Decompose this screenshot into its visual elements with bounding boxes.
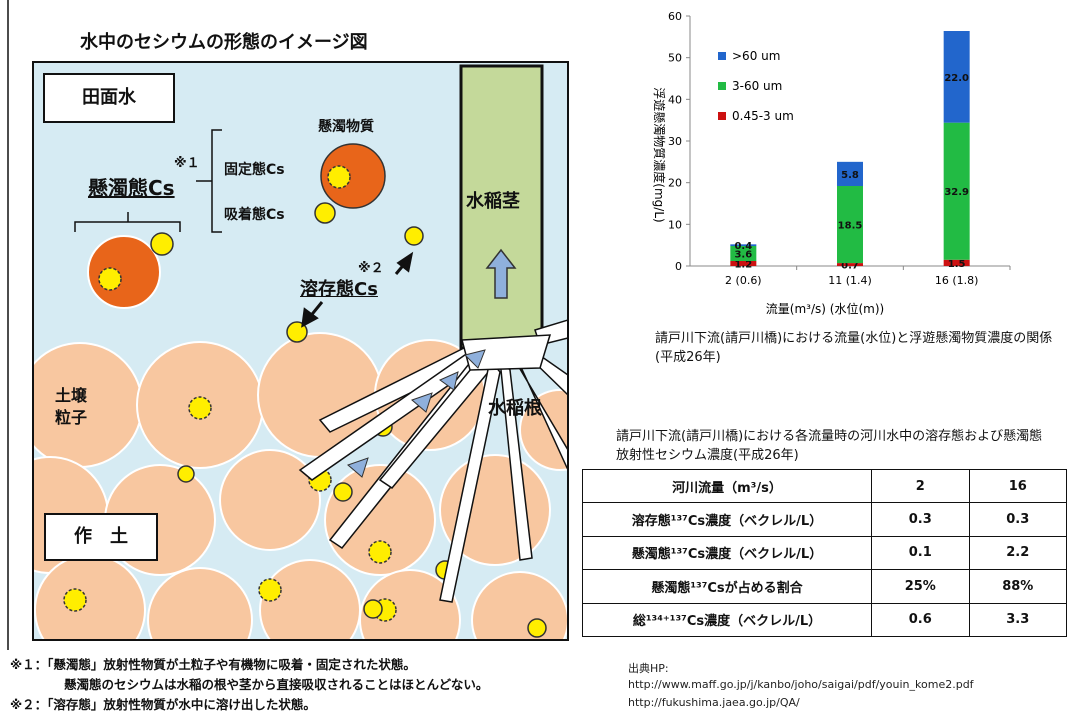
chart-bar-segment <box>943 122 970 260</box>
chart-y-tick-label: 50 <box>668 52 682 65</box>
table-row-label: 溶存態¹³⁷Cs濃度（ベクレル/L） <box>582 502 872 537</box>
soil-particle-label-1: 土壌 <box>55 386 88 405</box>
chart-x-tick-label: 11 (1.4) <box>828 274 872 287</box>
chart-data-label: 22.0 <box>944 73 969 84</box>
chart-y-tick-label: 60 <box>668 10 682 23</box>
diagram-frame <box>32 61 569 641</box>
adsorbed-cs-label: 吸着態Cs <box>224 207 285 223</box>
chart-legend-label: 0.45-3 um <box>732 109 794 123</box>
chart-bar-segment <box>943 259 970 266</box>
table-row: 溶存態¹³⁷Cs濃度（ベクレル/L） 0.3 0.3 <box>582 502 1067 537</box>
topsoil-box: 作 土 <box>44 513 158 561</box>
table-row-label: 懸濁態¹³⁷Csが占める割合 <box>582 569 872 604</box>
cesium-concentration-table: 河川流量（m³/s） 2 16 溶存態¹³⁷Cs濃度（ベクレル/L） 0.3 0… <box>582 468 1067 638</box>
chart-data-label: 32.9 <box>944 187 969 198</box>
chart-bar-segment <box>837 263 863 266</box>
suspended-particle-left <box>87 232 174 309</box>
source-url-2[interactable]: http://fukushima.jaea.go.jp/QA/ <box>628 696 800 709</box>
chart-legend-label: 3-60 um <box>732 79 782 93</box>
suspended-cs-label: 懸濁態Cs <box>88 176 175 200</box>
chart-x-tick-label: 16 (1.8) <box>935 274 979 287</box>
uptake-arrows <box>347 349 486 478</box>
table-row: 総¹³⁴⁺¹³⁷Cs濃度（ベクレル/L） 0.6 3.3 <box>582 602 1067 638</box>
chart-y-axis-label: 浮遊懸濁物質濃度(mg/L) <box>652 87 667 222</box>
chart-y-tick-label: 20 <box>668 177 682 190</box>
paddy-water-label: 田面水 <box>82 87 136 108</box>
chart-x-tick-label: 2 (0.6) <box>725 274 762 287</box>
note-mark-2: ※２ <box>358 261 384 276</box>
dissolved-cs-label: 溶存態Cs <box>300 279 378 300</box>
chart-legend-swatch <box>718 52 726 60</box>
chart-data-label: 0.4 <box>734 241 752 252</box>
source-label: 出典HP: <box>628 662 669 675</box>
table-cell: 0.1 <box>871 535 970 571</box>
chart-bar-segment <box>730 246 757 261</box>
table-cell: 0.3 <box>871 502 970 537</box>
bracket-top <box>74 212 181 232</box>
chart-legend-label: >60 um <box>732 49 780 63</box>
topsoil-label: 作 土 <box>74 526 128 547</box>
table-cell: 3.3 <box>968 602 1067 638</box>
chart-data-label: 0.7 <box>841 261 859 272</box>
suspended-matter-label: 懸濁物質 <box>318 119 374 135</box>
table-header-flow: 河川流量（m³/s） <box>582 468 872 504</box>
chart-data-label: 18.5 <box>838 221 863 232</box>
chart-legend: >60 um 3-60 um 0.45-3 um <box>718 49 794 123</box>
fixed-cs-label: 固定態Cs <box>224 162 285 178</box>
table-cell: 0.3 <box>968 502 1067 537</box>
chart-legend-swatch <box>718 112 726 120</box>
chart-data-label: 5.8 <box>841 170 859 181</box>
suspended-matter-chart: 0 10 20 30 40 50 60 2 (0.6) 11 (1.4) 16 (1.8) 1.2… <box>652 10 1011 316</box>
chart-x-axis-label: 流量(m³/s) (水位(m)) <box>766 301 884 316</box>
chart-data-label: 1.5 <box>948 259 966 270</box>
chart-y-tick-label: 40 <box>668 93 682 106</box>
table-header-row: 河川流量（m³/s） 2 16 <box>582 468 1067 504</box>
dissolved-arrows <box>301 251 414 328</box>
chart-legend-swatch <box>718 82 726 90</box>
source-url-1[interactable]: http://www.maff.go.jp/j/kanbo/joho/saiga… <box>628 678 974 691</box>
chart-data-label: 3.6 <box>734 250 752 261</box>
paddy-water-box: 田面水 <box>43 73 175 123</box>
table-cell: 2.2 <box>968 535 1067 571</box>
soil-particle-label-2: 粒子 <box>55 408 88 427</box>
chart-bar-segment <box>943 31 970 123</box>
bracket-right <box>196 129 222 233</box>
note-1-line-2: 懸濁態のセシウムは水稲の根や茎から直接吸収されることはほとんどない。 <box>64 677 489 692</box>
table-row-label: 懸濁態¹³⁷Cs濃度（ベクレル/L） <box>582 535 872 571</box>
chart-y-tick-label: 10 <box>668 218 682 231</box>
chart-bar-segment <box>837 161 863 186</box>
chart-bar-segment <box>837 186 863 264</box>
chart-bars: 1.23.60.4 0.7 18.5 5.8 1.5 32.9 22.0 <box>730 31 970 272</box>
table-row-label: 総¹³⁴⁺¹³⁷Cs濃度（ベクレル/L） <box>582 602 872 638</box>
upward-arrow-icon <box>485 248 517 299</box>
table-row: 懸濁態¹³⁷Csが占める割合 25% 88% <box>582 569 1067 604</box>
table-header-col-16: 16 <box>968 468 1067 504</box>
note-2: ※２：「溶存態」放射性物質が水中に溶け出した状態。 <box>10 697 316 712</box>
diagram-title: 水中のセシウムの形態のイメージ図 <box>80 32 368 53</box>
chart-y-tick-label: 30 <box>668 135 682 148</box>
table-caption: 請戸川下流(請戸川橋)における各流量時の河川水中の溶存態および懸濁態放射性セシウ… <box>616 429 1043 463</box>
table-row: 懸濁態¹³⁷Cs濃度（ベクレル/L） 0.1 2.2 <box>582 535 1067 571</box>
chart-data-label: 1.2 <box>734 260 752 271</box>
cesium-form-diagram <box>7 0 569 650</box>
table-cell: 0.6 <box>871 602 970 638</box>
note-1-line-1: ※１：「懸濁態」放射性物質が土粒子や有機物に吸着・固定された状態。 <box>10 657 416 672</box>
rice-stem <box>459 64 544 350</box>
chart-bar-segment <box>730 261 757 266</box>
rice-stem-label: 水稲茎 <box>466 191 520 212</box>
chart-y-tick-label: 0 <box>675 260 682 273</box>
chart-bar-segment <box>730 244 757 246</box>
chart-caption: 請戸川下流(請戸川橋)における流量(水位)と浮遊懸濁物質濃度の関係(平成26年) <box>655 331 1053 365</box>
table-header-col-2: 2 <box>871 468 970 504</box>
table-cell: 25% <box>871 569 970 604</box>
table-cell: 88% <box>968 569 1067 604</box>
soil-particles <box>33 332 568 640</box>
note-mark-1: ※１ <box>174 156 200 171</box>
rice-root-label: 水稲根 <box>488 398 542 419</box>
suspended-particle-large <box>314 143 386 224</box>
